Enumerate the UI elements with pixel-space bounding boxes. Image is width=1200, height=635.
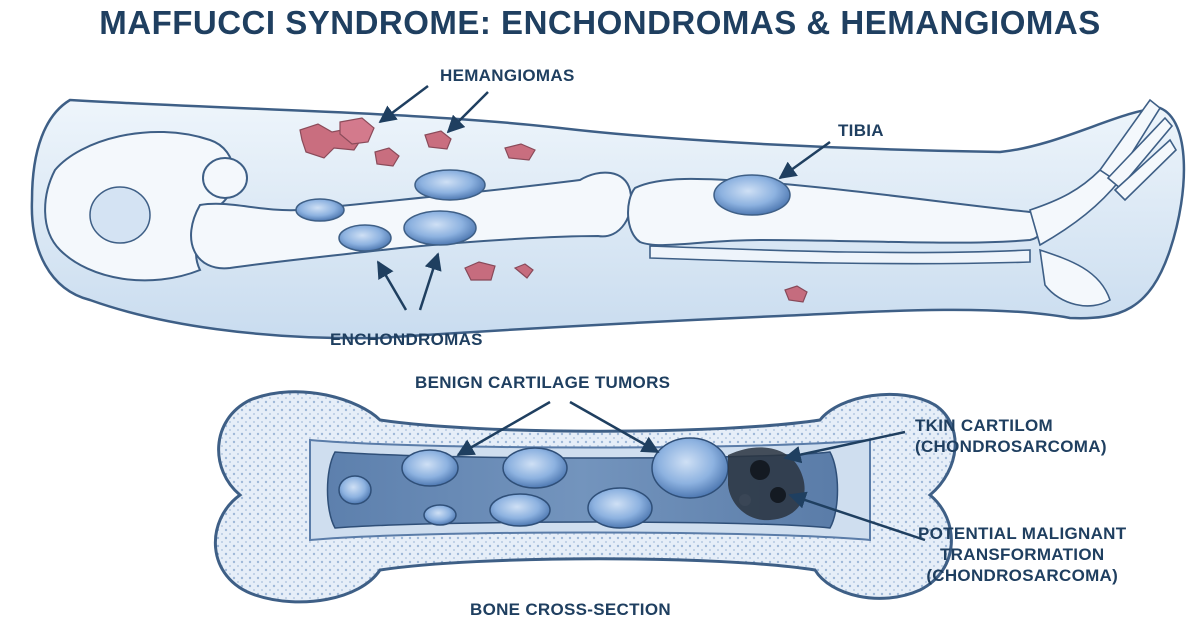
label-bone-cross-section: BONE CROSS-SECTION (470, 600, 671, 619)
label-malignant-line2: TRANSFORMATION (940, 545, 1105, 564)
obturator-foramen (89, 186, 151, 244)
label-tkin-cartilom-line2: (CHONDROSARCOMA) (915, 437, 1107, 456)
label-potential-malignant: POTENTIAL MALIGNANT TRANSFORMATION (CHON… (918, 523, 1126, 586)
arrow-enchondromas-2 (418, 252, 442, 311)
callout-arrows (376, 85, 926, 542)
hemangioma-lesions (299, 117, 808, 303)
label-benign-cartilage-tumors: BENIGN CARTILAGE TUMORS (415, 373, 671, 392)
label-tkin-cartilom-line1: TKIN CARTILOM (915, 416, 1053, 435)
label-tibia: TIBIA (838, 121, 884, 140)
malignant-region (728, 447, 805, 521)
label-malignant-line1: POTENTIAL MALIGNANT (918, 524, 1127, 543)
arrow-benign-2 (569, 400, 660, 454)
bone-cross-section (213, 390, 957, 604)
arrow-enchondromas-1 (376, 260, 408, 311)
label-malignant-line3: (CHONDROSARCOMA) (926, 566, 1119, 585)
arrow-hemangiomas-2 (446, 91, 489, 134)
fibula-bone (649, 245, 1031, 265)
label-enchondromas: ENCHONDROMAS (330, 330, 483, 349)
label-hemangiomas: HEMANGIOMAS (440, 66, 575, 85)
label-tkin-cartilom: TKIN CARTILOM (CHONDROSARCOMA) (915, 415, 1107, 457)
arrow-tkin (783, 430, 906, 464)
leg-enchondromas (295, 169, 791, 252)
femoral-head (202, 157, 248, 199)
leg-illustration (30, 98, 1186, 340)
foot-bones (1029, 98, 1178, 307)
arrow-tibia (778, 140, 831, 180)
arrow-malignant (788, 491, 926, 542)
arrow-benign-1 (456, 400, 551, 457)
arrow-hemangiomas-1 (378, 85, 429, 124)
page-title: MAFFUCCI SYNDROME: ENCHONDROMAS & HEMANG… (99, 4, 1101, 41)
cross-section-tumors (338, 437, 729, 529)
